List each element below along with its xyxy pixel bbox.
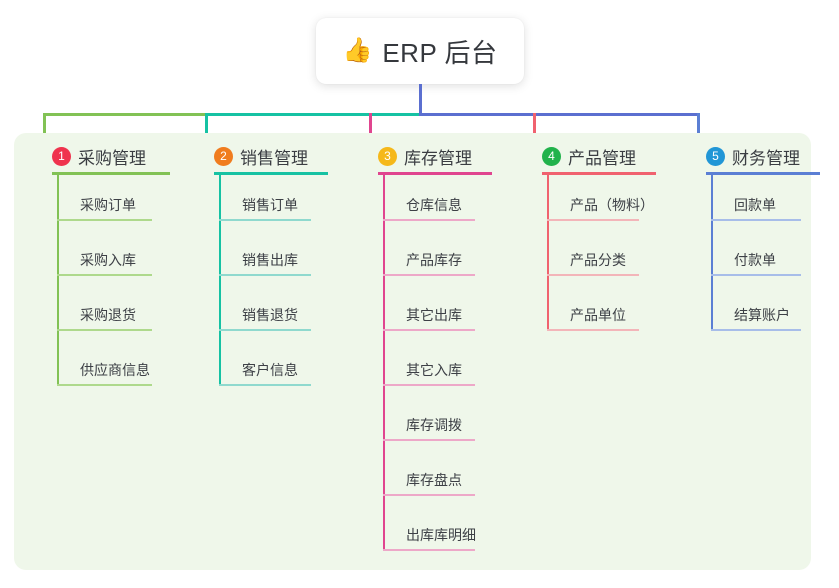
column-drop-line-2 xyxy=(205,113,208,146)
column-title: 产品管理 xyxy=(568,149,636,168)
column-title: 采购管理 xyxy=(78,149,146,168)
column-item-label: 库存调拨 xyxy=(406,417,462,433)
column-number-badge: 1 xyxy=(52,147,71,166)
column-drop-line-4 xyxy=(533,113,536,146)
column-item-label: 库存盘点 xyxy=(406,472,462,488)
column-spine xyxy=(383,174,385,551)
column-item-rule xyxy=(383,549,475,551)
root-connector-line xyxy=(419,84,422,114)
column-item-label: 产品（物料） xyxy=(570,197,654,213)
column-header-4[interactable]: 4 产品管理 xyxy=(542,144,636,169)
column-item-label: 销售订单 xyxy=(242,197,298,213)
column-item-rule xyxy=(219,274,311,276)
column-number-badge: 3 xyxy=(378,147,397,166)
column-title: 销售管理 xyxy=(240,149,308,168)
column-header-3[interactable]: 3 库存管理 xyxy=(378,144,472,169)
column-item-rule xyxy=(383,494,475,496)
column-header-2[interactable]: 2 销售管理 xyxy=(214,144,308,169)
root-node-card[interactable]: 👍 ERP 后台 xyxy=(316,18,524,84)
column-number-badge: 2 xyxy=(214,147,233,166)
column-title: 库存管理 xyxy=(404,149,472,168)
column-item-label: 采购退货 xyxy=(80,307,136,323)
column-item-label: 产品库存 xyxy=(406,252,462,268)
column-item-label: 供应商信息 xyxy=(80,362,150,378)
column-item-label: 其它出库 xyxy=(406,307,462,323)
mindmap-panel: 1 采购管理采购订单采购入库采购退货供应商信息 2 销售管理销售订单销售出库销售退货客… xyxy=(14,133,820,570)
column-item-rule xyxy=(219,384,311,386)
column-item-rule xyxy=(547,274,639,276)
column-drop-line-3 xyxy=(369,113,372,146)
column-item-rule xyxy=(383,329,475,331)
bus-segment-1 xyxy=(43,113,208,116)
column-header-rule xyxy=(52,172,170,175)
column-item-label: 销售退货 xyxy=(242,307,298,323)
column-header-5[interactable]: 5 财务管理 xyxy=(706,144,800,169)
root-node-label: ERP 后台 xyxy=(382,37,498,68)
column-header-rule xyxy=(214,172,328,175)
column-item-label: 出库库明细 xyxy=(406,527,476,543)
column-spine xyxy=(547,174,549,331)
column-item-rule xyxy=(57,219,152,221)
column-spine xyxy=(711,174,713,331)
bus-segment-3 xyxy=(419,113,700,116)
column-item-rule xyxy=(383,384,475,386)
column-header-rule xyxy=(378,172,492,175)
column-item-rule xyxy=(57,329,152,331)
column-item-label: 销售出库 xyxy=(242,252,298,268)
column-item-rule xyxy=(711,329,801,331)
column-item-rule xyxy=(383,274,475,276)
column-item-label: 付款单 xyxy=(734,252,776,268)
column-item-label: 其它入库 xyxy=(406,362,462,378)
bus-segment-2 xyxy=(205,113,421,116)
column-item-rule xyxy=(57,384,152,386)
column-drop-line-1 xyxy=(43,113,46,146)
column-item-rule xyxy=(547,219,639,221)
thumbs-up-emoji: 👍 xyxy=(342,37,373,64)
column-header-1[interactable]: 1 采购管理 xyxy=(52,144,146,169)
column-item-rule xyxy=(547,329,639,331)
column-item-label: 仓库信息 xyxy=(406,197,462,213)
column-item-rule xyxy=(711,219,801,221)
column-header-rule xyxy=(706,172,820,175)
column-number-badge: 4 xyxy=(542,147,561,166)
column-item-label: 回款单 xyxy=(734,197,776,213)
column-item-rule xyxy=(57,274,152,276)
column-item-label: 产品分类 xyxy=(570,252,626,268)
column-item-rule xyxy=(383,219,475,221)
column-item-label: 客户信息 xyxy=(242,362,298,378)
column-item-rule xyxy=(383,439,475,441)
column-header-rule xyxy=(542,172,656,175)
column-item-label: 采购入库 xyxy=(80,252,136,268)
column-item-label: 产品单位 xyxy=(570,307,626,323)
column-item-rule xyxy=(219,329,311,331)
column-number-badge: 5 xyxy=(706,147,725,166)
column-spine xyxy=(57,174,59,386)
column-item-label: 结算账户 xyxy=(734,307,790,323)
column-item-label: 采购订单 xyxy=(80,197,136,213)
column-item-rule xyxy=(711,274,801,276)
column-drop-line-5 xyxy=(697,113,700,146)
column-spine xyxy=(219,174,221,386)
column-title: 财务管理 xyxy=(732,149,800,168)
column-item-rule xyxy=(219,219,311,221)
